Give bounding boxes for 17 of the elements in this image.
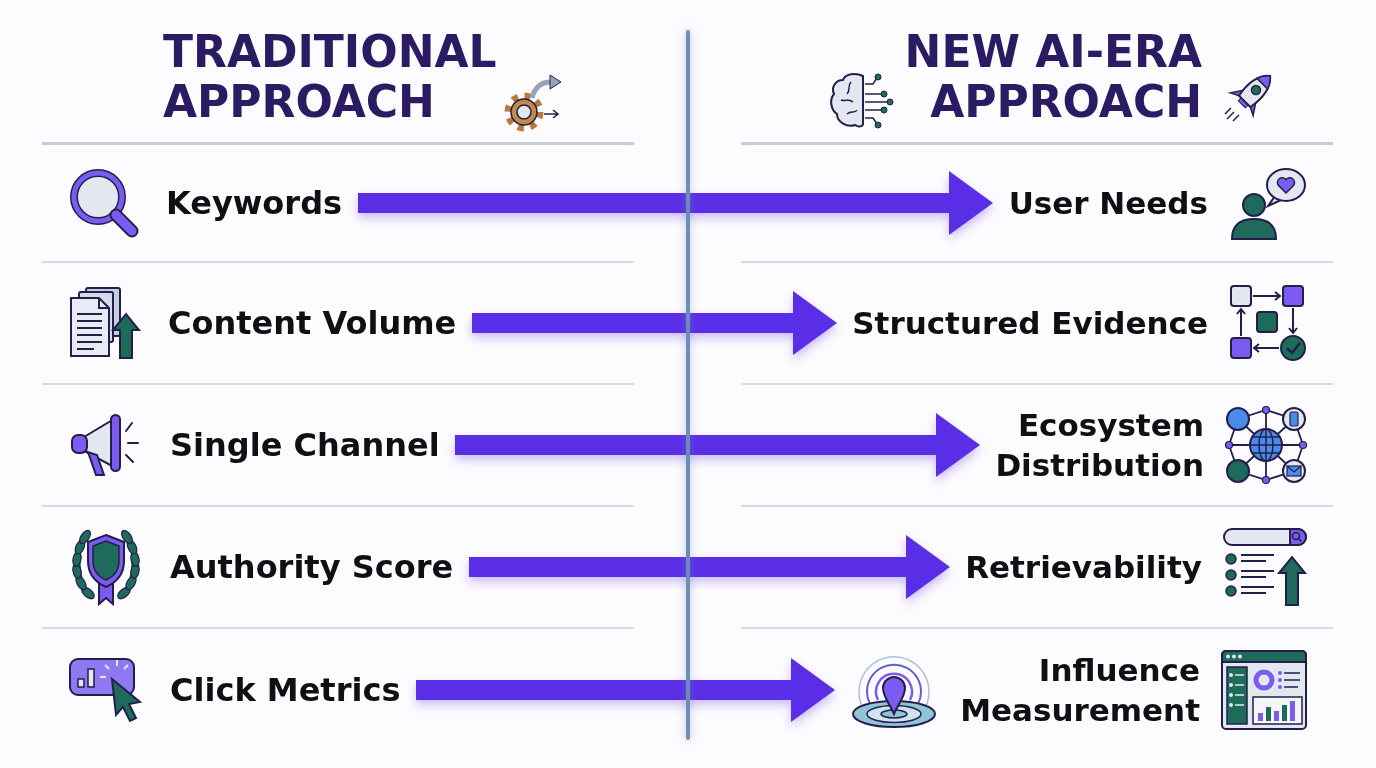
arrow bbox=[472, 291, 837, 355]
item-label: Retrievability bbox=[964, 548, 1202, 587]
column-heading: TRADITIONAL APPROACH bbox=[163, 27, 498, 127]
item-label: Keywords bbox=[166, 183, 344, 223]
arrow bbox=[469, 535, 950, 599]
item-label: Ecosystem Distribution bbox=[994, 406, 1204, 485]
item-label: Structured Evidence bbox=[851, 304, 1208, 343]
item-label: Authority Score bbox=[170, 547, 455, 587]
arrow bbox=[455, 413, 980, 477]
item-label: Single Channel bbox=[170, 425, 441, 465]
item-label: Click Metrics bbox=[170, 670, 402, 710]
arrow bbox=[416, 658, 835, 722]
item-label: User Needs bbox=[1007, 184, 1208, 223]
arrow bbox=[358, 171, 993, 235]
column-heading: NEW AI-ERA APPROACH bbox=[903, 27, 1202, 127]
item-label: Influence Measurement bbox=[959, 651, 1200, 730]
item-label: Content Volume bbox=[168, 303, 458, 343]
